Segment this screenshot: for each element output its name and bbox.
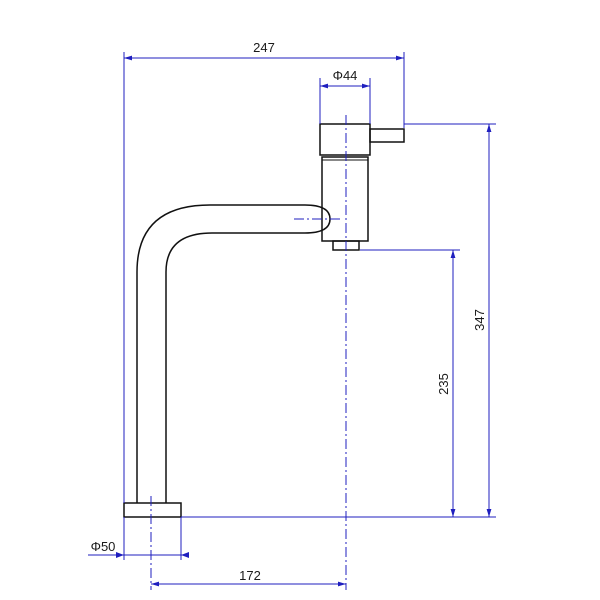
dimension-lines	[88, 55, 492, 587]
label-spout-reach: 172	[239, 568, 261, 583]
cartridge-cap	[319, 123, 371, 156]
label-overall-width: 247	[253, 40, 275, 55]
dimension-labels: 247 Φ44 347 235 Φ50 172	[91, 40, 487, 583]
extension-lines	[123, 52, 496, 560]
faucet-outline	[123, 123, 405, 518]
valve-body	[321, 156, 369, 242]
center-lines	[150, 115, 347, 590]
base-plate	[123, 502, 182, 518]
label-handle-diameter: Φ44	[333, 68, 358, 83]
label-total-height: 347	[472, 309, 487, 331]
label-base-diameter: Φ50	[91, 539, 116, 554]
elbow-inner	[165, 232, 305, 273]
label-spout-height: 235	[436, 373, 451, 395]
lever-handle	[369, 128, 405, 143]
elbow-outer	[136, 204, 305, 273]
